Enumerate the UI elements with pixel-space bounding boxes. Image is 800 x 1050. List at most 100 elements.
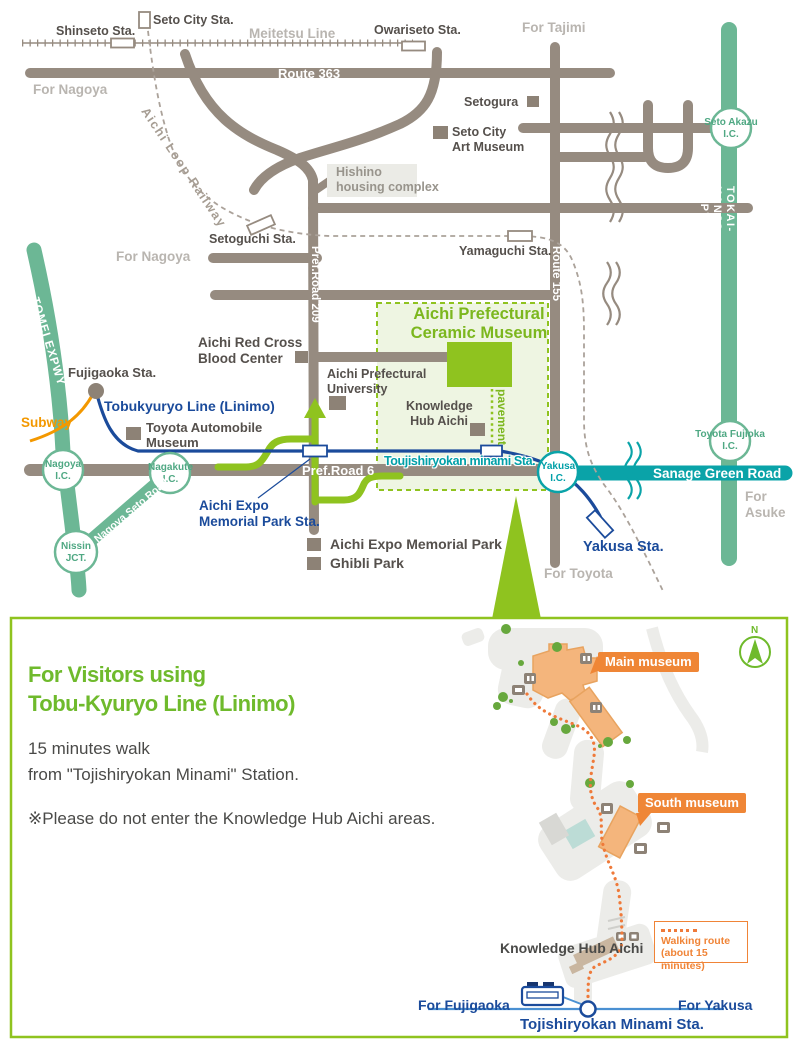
seto-city-art-museum-marker [433, 126, 448, 139]
river-2a [602, 261, 612, 326]
aichi-expo-park-marker [307, 538, 321, 551]
label-owariseto-sta: Owariseto Sta. [374, 23, 461, 37]
ic-circles [41, 106, 753, 575]
label-aichi-expo-park: Aichi Expo Memorial Park [330, 536, 502, 552]
inset-heading: For Visitors using Tobu-Kyuryo Line (Lin… [28, 662, 295, 717]
compass-icon [739, 636, 771, 668]
label-yakusa-sta: Yakusa Sta. [583, 539, 664, 555]
river-3b [632, 441, 642, 500]
university-marker [329, 396, 346, 410]
nagakute-ic-circle [148, 451, 192, 495]
knowledge-hub-buildings [568, 936, 619, 975]
yakusa-ic-circle [536, 450, 580, 494]
blood-center-marker [295, 351, 308, 363]
setogura-marker [527, 96, 539, 107]
museum-area-outline [376, 302, 549, 491]
inset-note: ※Please do not enter the Knowledge Hub A… [28, 809, 436, 828]
green-route-arrowhead [304, 398, 326, 418]
label-tobukyuryo-line: Tobukyuryo Line (Linimo) [104, 398, 275, 414]
walking-route-legend: Walking route (about 15 minutes) [654, 921, 748, 972]
label-meitetsu-line: Meitetsu Line [249, 26, 336, 41]
pref-road-209-road [180, 49, 319, 535]
walking-route-text: Walking route (about 15 minutes) [661, 935, 731, 972]
inset-station-circle [579, 1000, 597, 1018]
yakusa-station-box [585, 509, 615, 539]
walking-route-dotted [525, 692, 624, 1002]
label-ceramic-museum: Aichi Prefectural Ceramic Museum [410, 305, 548, 342]
knowledge-hub-building-1 [573, 936, 619, 968]
label-setogura: Setogura [464, 95, 519, 109]
main-museum-annex [568, 686, 624, 748]
subway-line [29, 393, 95, 443]
label-pref-road-209: Pref.Road 209 [309, 246, 321, 323]
inset-facility-icons [512, 653, 670, 941]
label-yakusa-ic: Yakusa I.C. [540, 461, 576, 484]
inset-walk-info: 15 minutes walk from "Tojishiryokan Mina… [28, 739, 299, 784]
south-museum-badge: South museum [638, 793, 746, 813]
poi-markers [126, 96, 539, 570]
linimo-line [94, 390, 607, 531]
label-nissin-jct: Nissin JCT. [60, 541, 91, 564]
toyota-fujioka-ic-circle [708, 419, 752, 463]
river-3a [623, 441, 633, 500]
knowledge-hub-marker [470, 423, 485, 436]
label-for-tajimi: For Tajimi [522, 20, 586, 35]
aichi-loop-railway-line [145, 12, 665, 594]
label-route-363: Route 363 [278, 66, 341, 81]
label-hishino: Hishino housing complex [336, 165, 439, 194]
inset-path-6 [538, 781, 652, 881]
label-route-155: Route 155 [550, 246, 562, 301]
label-toujishiryokan-minami: Toujishiryokan minami Sta. [384, 454, 536, 468]
walking-route-dots-sample [661, 929, 697, 932]
inset-gray-building [538, 812, 570, 846]
label-ghibli-park: Ghibli Park [330, 555, 404, 571]
label-seto-akazu-ic: Seto Akazu I.C. [704, 117, 758, 140]
label-fujigaoka-sta: Fujigaoka Sta. [68, 365, 157, 380]
label-nagakute-ic: Nagakute I.C. [147, 462, 193, 485]
inset-pointer-triangle [492, 496, 541, 619]
rivers [602, 111, 642, 500]
label-sanage-green-road: Sanage Green Road [653, 466, 782, 481]
expo-station-callout-line [257, 458, 311, 499]
label-knowledge-hub: Knowledge Hub Aichi [406, 399, 473, 428]
label-seto-city-sta: Seto City Sta. [153, 13, 234, 27]
label-aichi-expo-sta: Aichi Expo Memorial Park Sta. [199, 498, 320, 529]
seto-city-station-box [138, 11, 151, 29]
shinseto-station-box [110, 37, 135, 49]
nagoya-ic-circle [41, 448, 85, 492]
nagoya-seto-road-band [75, 471, 170, 555]
inset-pond [562, 818, 596, 850]
label-toyota-fujioka-ic: Toyota Fujioka I.C. [695, 429, 765, 452]
label-for-nagoya-top: For Nagoya [33, 82, 108, 97]
inset-for-fujigaoka: For Fujigaoka [418, 997, 510, 1013]
seto-akazu-ic-circle [709, 106, 753, 150]
main-museum-badge: Main museum [598, 652, 699, 672]
owariseto-station-box [401, 40, 426, 52]
label-toyota-automobile-museum: Toyota Automobile Museum [146, 420, 263, 451]
hishino-label-bg [327, 164, 417, 197]
inset-path-2 [461, 628, 485, 646]
toujishiryokan-station-box [480, 444, 503, 458]
fujigaoka-station-dot [88, 383, 104, 399]
inset-station-label: Tojishiryokan Minami Sta. [520, 1016, 704, 1033]
river-2b [611, 261, 621, 326]
setoguchi-station-box [245, 213, 277, 237]
river-1b [614, 111, 624, 223]
inset-for-yakusa: For Yakusa [678, 997, 753, 1013]
label-blood-center: Aichi Red Cross Blood Center [198, 335, 303, 366]
compass-n-label: N [751, 625, 759, 636]
owariseto-road [249, 47, 442, 195]
knowledge-hub-building-2 [568, 961, 585, 975]
label-setoguchi-sta: Setoguchi Sta. [209, 232, 296, 246]
label-yamaguchi-sta: Yamaguchi Sta. [459, 244, 552, 258]
expo-memorial-park-station-box [302, 444, 328, 458]
label-for-nagoya-mid: For Nagoya [116, 249, 191, 264]
roads [24, 42, 753, 568]
label-pavement: pavement [495, 389, 509, 446]
south-museum-building [597, 805, 643, 859]
label-subway: Subway [21, 415, 73, 430]
nissin-jct-circle [53, 529, 99, 575]
yamaguchi-station-box [507, 230, 533, 242]
